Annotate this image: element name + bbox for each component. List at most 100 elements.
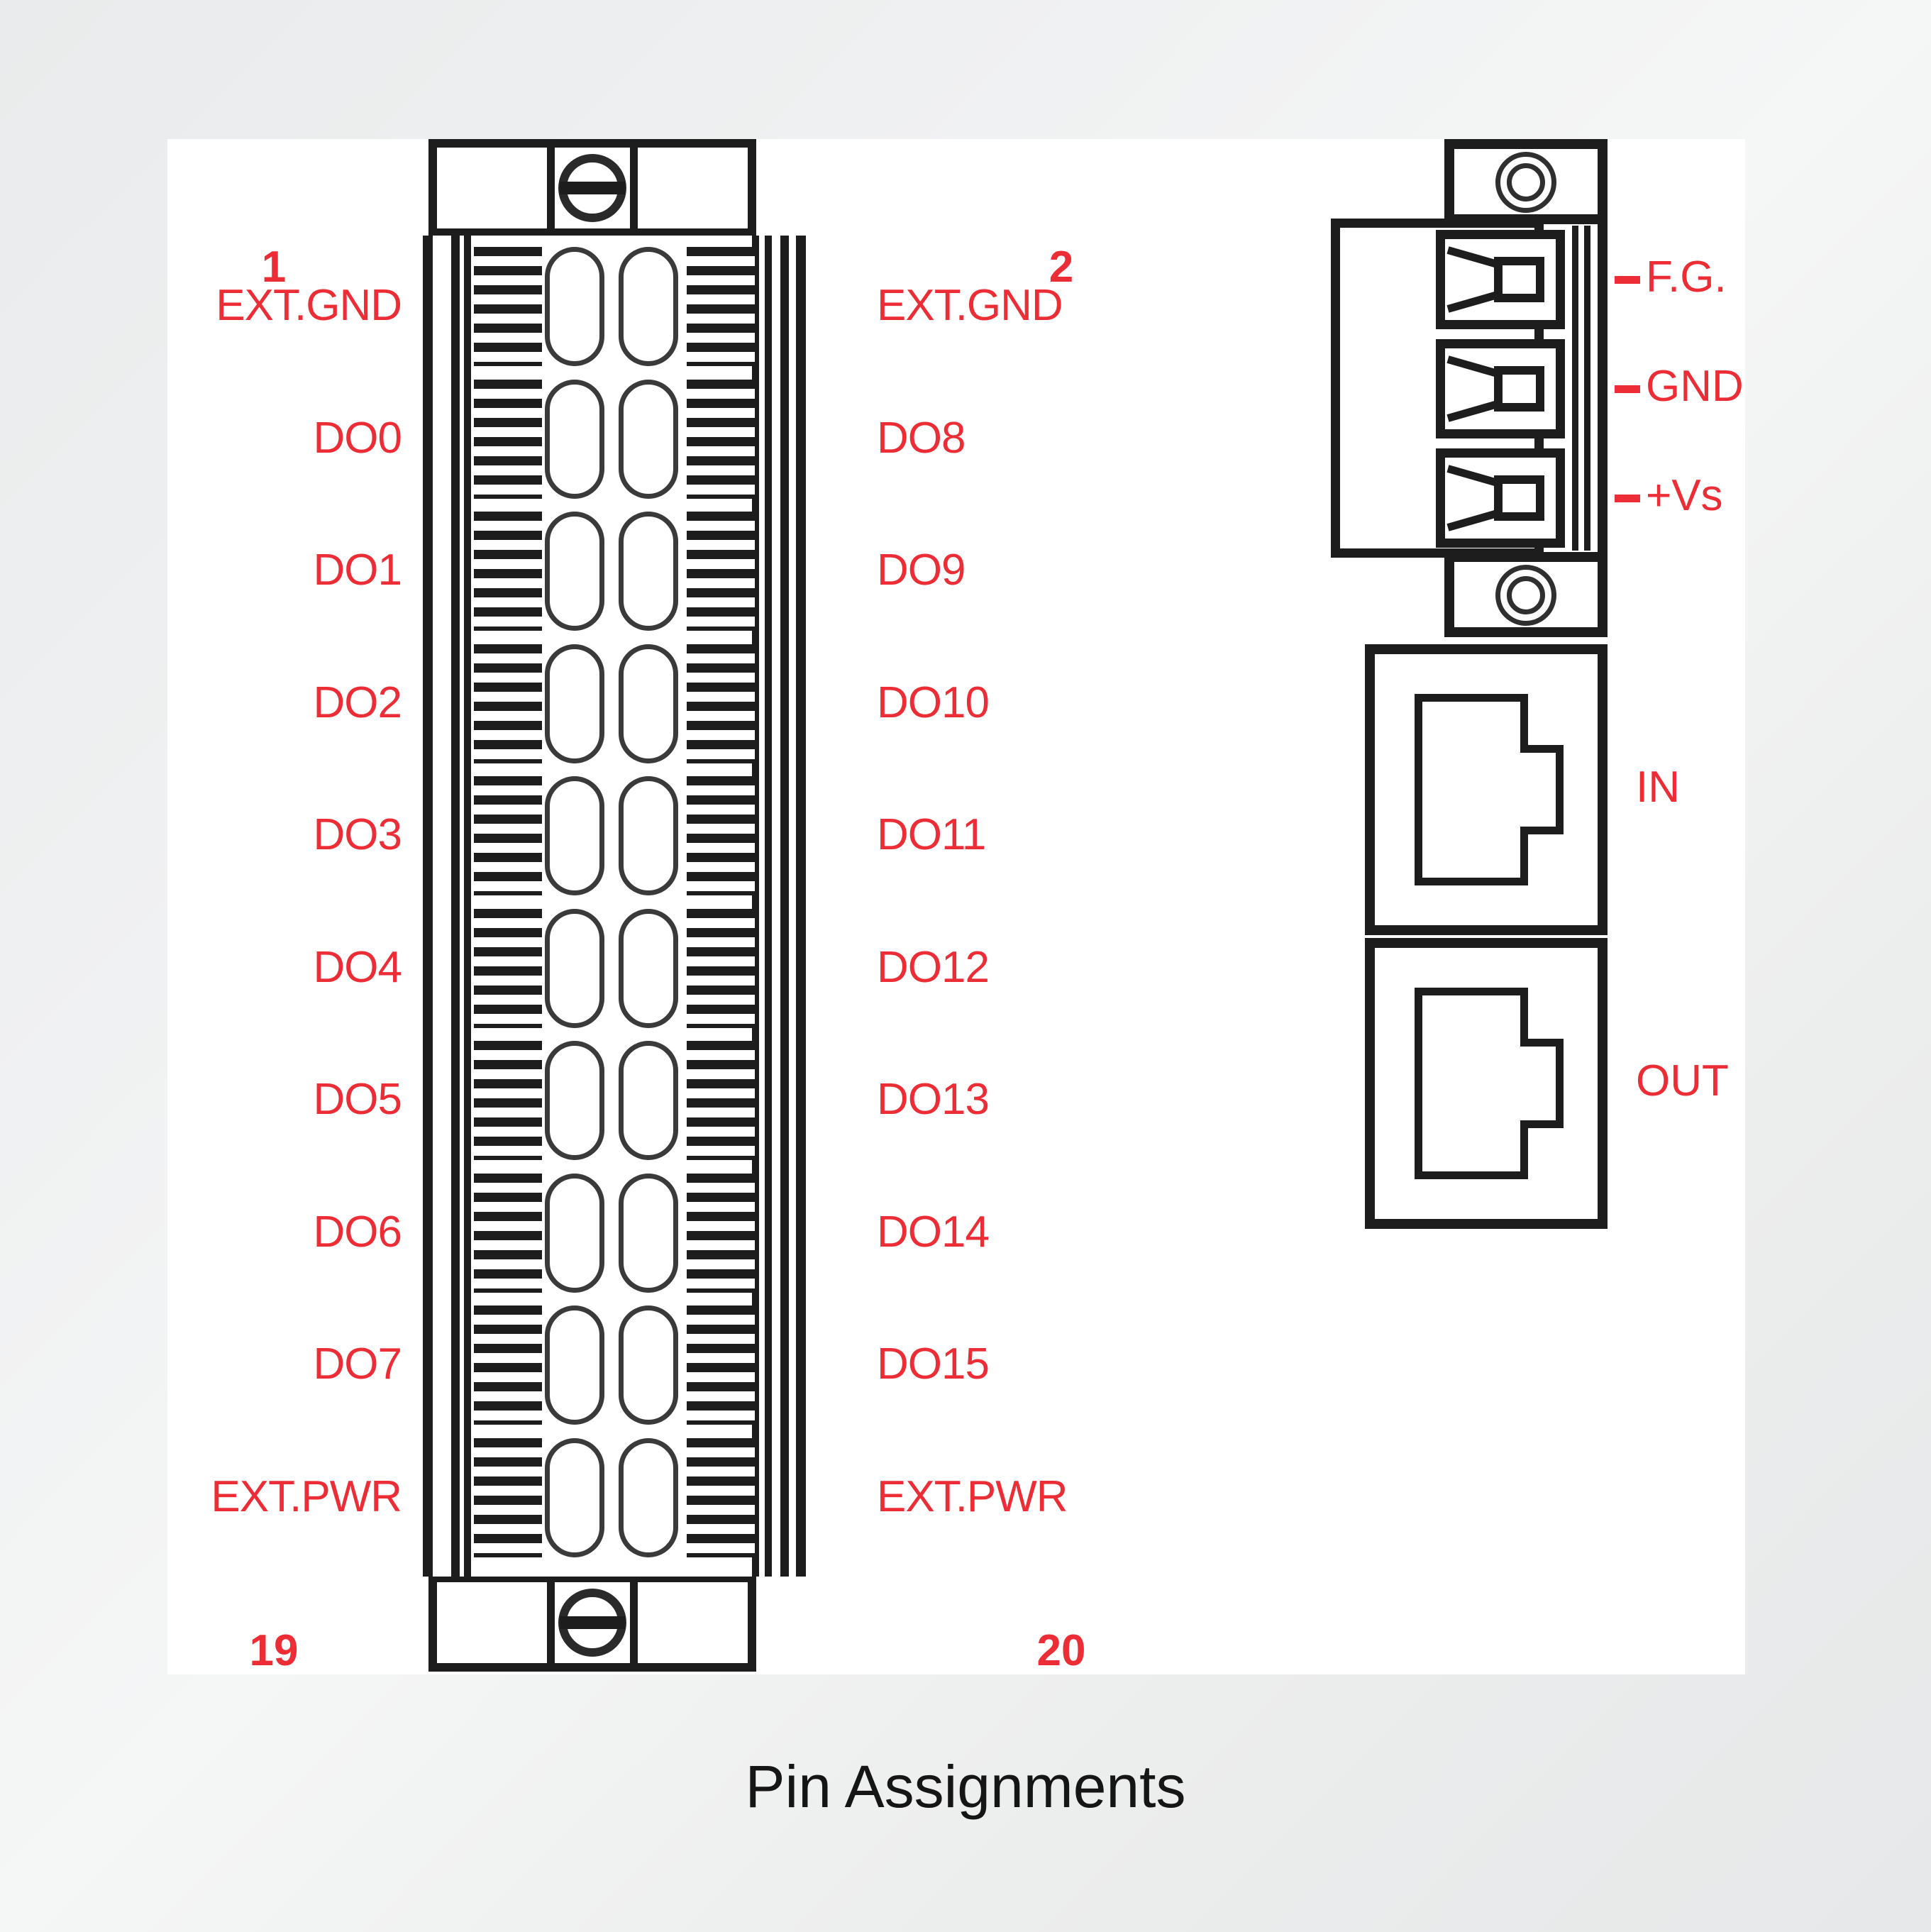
power-block-rail-2 [1584,226,1590,551]
terminal-screw-hole[interactable] [619,512,678,631]
pin-label-left-4: DO3 [313,810,402,859]
pin-number-19: 19 [249,1626,299,1675]
network-port-label-0: IN [1636,763,1680,812]
rj45-body [1415,694,1528,885]
top-screw-icon [558,154,626,222]
figure-caption: Pin Assignments [745,1753,1186,1820]
terminal-screw-hole[interactable] [545,644,604,763]
terminal-screw-hole[interactable] [619,1437,678,1557]
terminal-contact-comb-left [474,908,542,1028]
terminal-contact-comb-left [474,1041,542,1160]
network-port-in-housing[interactable] [1365,644,1608,935]
power-terminal-vs[interactable] [1436,448,1565,548]
terminal-contact-comb-left [474,247,542,366]
pin-label-left-5: DO4 [313,942,402,992]
pin-label-right-5: DO12 [877,942,990,992]
terminal-screw-hole[interactable] [545,1306,604,1425]
terminal-screw-hole[interactable] [545,247,604,366]
terminal-contact-comb-left [474,1173,542,1293]
top-mount-hole-icon [1495,152,1556,213]
terminal-screw-hole[interactable] [619,1041,678,1160]
terminal-screw-hole[interactable] [619,776,678,895]
rj45-notch [1520,753,1532,827]
terminal-contact-comb-right [687,644,755,763]
bottom-mounting-ear [428,1574,756,1672]
network-port-out-housing[interactable] [1365,938,1608,1229]
terminal-contact-comb-right [687,1173,755,1293]
terminal-row[interactable] [423,908,806,1028]
terminal-contact-comb-left [474,1306,542,1425]
bracket-right-edge [1598,219,1608,558]
power-terminal-leader-line [1615,276,1640,284]
terminal-contact-comb-right [687,908,755,1028]
pin-label-right-8: DO15 [877,1340,990,1389]
pin-label-left-7: DO6 [313,1207,402,1257]
terminal-block-body [423,236,806,1577]
terminal-screw-hole[interactable] [545,1041,604,1160]
pin-label-left-6: DO5 [313,1075,402,1124]
pin-label-right-0: EXT.GND [877,281,1063,330]
pin-label-left-2: DO1 [313,546,402,595]
terminal-contact-comb-right [687,512,755,631]
terminal-screw-hole[interactable] [545,512,604,631]
pin-label-left-0: EXT.GND [216,281,402,330]
terminal-screw-hole[interactable] [619,644,678,763]
frame-rail-right-3 [765,236,772,1577]
rj45-jack-out-icon [1415,988,1585,1179]
terminal-screw-hole[interactable] [619,1173,678,1293]
terminal-screw-hole[interactable] [545,908,604,1028]
pin-label-right-9: EXT.PWR [877,1472,1068,1521]
terminal-row[interactable] [423,1173,806,1293]
terminal-row[interactable] [423,512,806,631]
pin-label-right-3: DO10 [877,678,990,727]
power-terminal-label-1: GND [1646,362,1744,411]
terminal-screw-hole[interactable] [619,247,678,366]
pin-label-left-8: DO7 [313,1340,402,1389]
frame-rail-right-2 [780,236,789,1577]
device-side-view [1331,139,1700,1672]
pin-label-right-4: DO11 [877,810,986,859]
terminal-row[interactable] [423,247,806,366]
power-terminal-fg[interactable] [1436,230,1565,329]
terminal-row[interactable] [423,379,806,499]
top-mounting-ear [428,139,756,237]
terminal-screw-hole[interactable] [545,379,604,499]
terminal-row[interactable] [423,1306,806,1425]
pin-label-right-7: DO14 [877,1207,990,1257]
terminal-contact-comb-left [474,512,542,631]
terminal-row[interactable] [423,644,806,763]
terminal-contact-comb-right [687,1437,755,1557]
rj45-notch [1520,1047,1532,1120]
rj45-jack-in-icon [1415,694,1585,885]
terminal-contact-comb-left [474,379,542,499]
pin-number-20: 20 [1036,1626,1086,1675]
terminal-contact-comb-left [474,1437,542,1557]
terminal-core [1493,366,1545,412]
frame-rail-left-1 [423,236,433,1577]
top-ear-inner-frame [547,148,638,228]
pin-label-left-1: DO0 [313,413,402,463]
terminal-row[interactable] [423,1041,806,1160]
pin-number-2: 2 [1049,243,1074,292]
power-terminal-gnd[interactable] [1436,339,1565,438]
terminal-contact-comb-right [687,379,755,499]
terminal-rows [423,236,806,1577]
terminal-screw-hole[interactable] [619,379,678,499]
terminal-screw-hole[interactable] [545,776,604,895]
frame-rail-right-1 [796,236,806,1577]
terminal-contact-comb-left [474,644,542,763]
terminal-contact-comb-right [687,1306,755,1425]
terminal-core [1493,257,1545,302]
frame-rail-left-3 [464,236,471,1577]
terminal-row[interactable] [423,1437,806,1557]
terminal-row[interactable] [423,776,806,895]
terminal-screw-hole[interactable] [545,1173,604,1293]
terminal-core [1493,475,1545,521]
pin-label-right-6: DO13 [877,1075,990,1124]
terminal-screw-hole[interactable] [619,908,678,1028]
terminal-screw-hole[interactable] [619,1306,678,1425]
terminal-screw-hole[interactable] [545,1437,604,1557]
bottom-mount-hole-icon [1495,565,1556,626]
power-terminal-label-0: F.G. [1646,253,1727,302]
pin-label-left-3: DO2 [313,678,402,727]
